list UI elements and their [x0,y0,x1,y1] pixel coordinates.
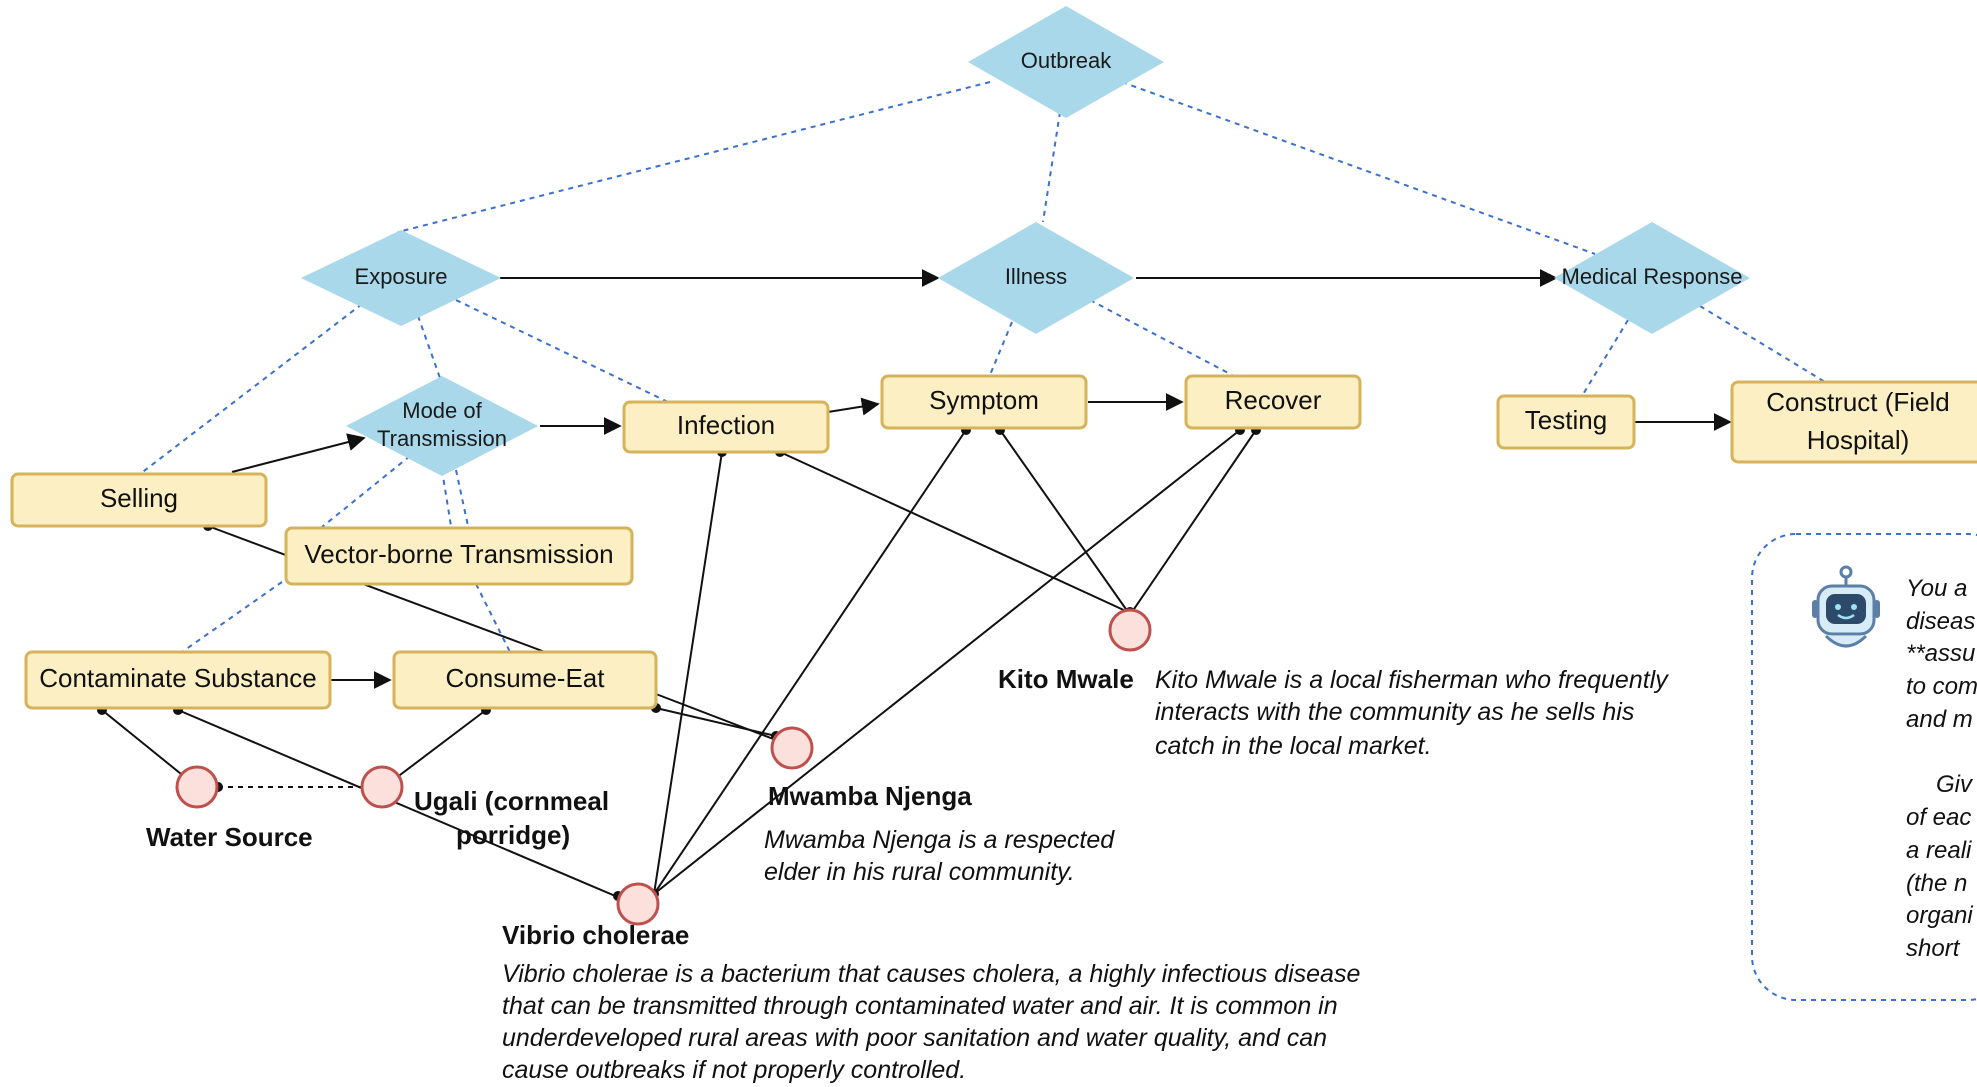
event-illness[interactable]: Illness [938,222,1134,334]
entity-description-line: elder in his rural community. [764,858,1075,886]
entity-label-line1: Ugali (cornmeal [414,786,609,816]
entity-ugali[interactable]: Ugali (cornmeal porridge) [360,765,609,850]
step-label-line1: Construct (Field [1766,387,1950,417]
entity-kito-mwale[interactable]: Kito Mwale Kito Mwale is a local fisherm… [998,608,1669,760]
argument-links [101,429,1257,899]
step-testing[interactable]: Testing [1496,394,1636,450]
step-contaminate-substance[interactable]: Contaminate Substance [24,650,332,710]
entity-description-line: catch in the local market. [1155,732,1432,760]
note-line: short [1906,935,1961,962]
step-construct-field-hospital[interactable]: Construct (Field Hospital) [1730,380,1977,464]
event-exposure[interactable]: Exposure [301,230,501,326]
entity-water-source[interactable]: Water Source [146,765,313,852]
step-infection[interactable]: Infection [622,400,830,454]
note-line: diseas [1906,608,1975,635]
step-selling[interactable]: Selling [10,472,268,528]
entity-description-line: Vibrio cholerae is a bacterium that caus… [502,960,1360,988]
note-line: **assu [1906,640,1975,667]
event-label-line2: Transmission [377,426,507,451]
entity-description-line: underdeveloped rural areas with poor san… [502,1024,1327,1052]
note-line: to com [1906,673,1977,700]
note-line: a reali [1906,837,1972,864]
entity-description-line: cause outbreaks if not properly controll… [502,1056,966,1084]
entity-label: Vibrio cholerae [502,920,689,950]
event-label: Illness [1005,264,1067,289]
entity-label: Water Source [146,822,313,852]
step-label: Consume-Eat [446,663,606,693]
event-label: Medical Response [1562,264,1743,289]
step-vector-borne-transmission[interactable]: Vector-borne Transmission [284,526,634,586]
hierarchy-links [139,81,1826,653]
note-line: of eac [1906,804,1971,831]
step-recover[interactable]: Recover [1184,374,1362,430]
event-label: Exposure [355,264,448,289]
step-label: Recover [1225,385,1322,415]
step-label: Selling [100,483,178,513]
step-label: Contaminate Substance [39,663,317,693]
note-line: You a [1906,575,1967,602]
entity-description-line: Mwamba Njenga is a respected [764,826,1115,854]
note-line: and m [1906,706,1973,733]
note-line: Giv [1936,771,1974,798]
event-outbreak[interactable]: Outbreak [968,6,1164,118]
step-symptom[interactable]: Symptom [880,374,1088,430]
entity-mwamba-njenga[interactable]: Mwamba Njenga Mwamba Njenga is a respect… [764,726,1115,886]
step-label: Testing [1525,405,1607,435]
event-label: Outbreak [1021,48,1112,73]
step-label: Infection [677,410,775,440]
sequence-arrows [231,269,1732,689]
step-consume-eat[interactable]: Consume-Eat [392,650,658,710]
instruction-note-panel: You a diseas **assu to com and m Giv of … [1751,533,1977,1001]
entity-label-line2: porridge) [456,820,570,850]
entity-description-line: Kito Mwale is a local fisherman who freq… [1155,666,1669,694]
entity-label: Kito Mwale [998,664,1134,694]
entity-label: Mwamba Njenga [768,781,972,811]
note-line: (the n [1906,870,1967,897]
step-label: Vector-borne Transmission [304,539,613,569]
entity-vibrio-cholerae[interactable]: Vibrio cholerae Vibrio cholerae is a bac… [502,882,1360,1084]
robot-icon [1812,565,1880,648]
entity-description-line: interacts with the community as he sells… [1155,698,1634,726]
event-label-line1: Mode of [402,398,482,423]
event-mode-of-transmission[interactable]: Mode of Transmission [346,376,538,476]
note-text: You a diseas **assu to com and m Giv of … [1906,575,1977,962]
step-label-line2: Hospital) [1807,425,1910,455]
event-medical-response[interactable]: Medical Response [1554,222,1750,334]
step-label: Symptom [929,385,1039,415]
entity-description-line: that can be transmitted through contamin… [502,992,1338,1020]
note-line: organi [1906,902,1973,929]
